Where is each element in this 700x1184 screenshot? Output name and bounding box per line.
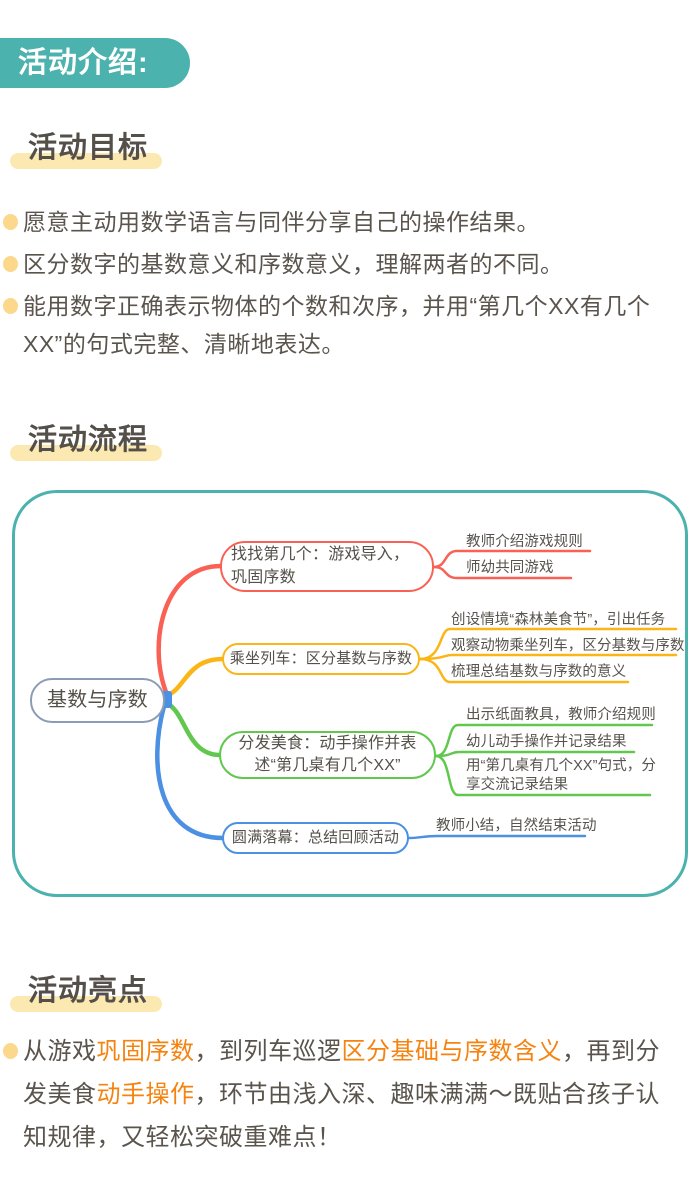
mindmap-leaf: 创设情境“森林美食节”，引出任务	[451, 612, 666, 628]
mindmap-leaf: 幼儿动手操作并记录结果	[466, 734, 627, 750]
goal-item-text: 能用数字正确表示物体的个数和次序，并用“第几个XX有几个XX”的句式完整、清晰地…	[23, 293, 651, 357]
branch-node-label: 找找第几个：游戏导入，巩固序数	[231, 546, 410, 586]
highlights-title-text: 活动亮点	[28, 975, 149, 1007]
bullet-dot-icon	[3, 256, 18, 272]
list-item: 能用数字正确表示物体的个数和次序，并用“第几个XX有几个XX”的句式完整、清晰地…	[0, 287, 672, 363]
mindmap-leaf: 观察动物乘坐列车，区分基数与序数	[451, 638, 685, 654]
flow-section-title: 活动流程	[10, 423, 162, 461]
flow-title-text: 活动流程	[28, 424, 149, 456]
highlights-section-title: 活动亮点	[10, 974, 162, 1012]
list-item: 从游戏巩固序数，到列车巡逻区分基础与序数含义，再到分发美食动手操作，环节由浅入深…	[0, 1030, 678, 1159]
branch-node-label: 乘坐列车：区分基数与序数	[229, 649, 413, 667]
highlight-segment-orange: 动手操作	[96, 1081, 195, 1108]
mindmap-branch-node: 找找第几个：游戏导入，巩固序数	[220, 541, 434, 592]
bullet-dot-icon	[3, 214, 18, 230]
mindmap-leaf: 教师小结，自然结束活动	[436, 818, 597, 834]
highlight-segment: ，到列车巡逻	[194, 1038, 342, 1065]
mindmap-leaf: 出示纸面教具，教师介绍规则	[466, 707, 656, 723]
goals-section-title: 活动目标	[10, 131, 162, 169]
highlight-segment-orange: 巩固序数	[96, 1038, 195, 1065]
mindmap-leaf: 师幼共同游戏	[466, 560, 554, 576]
bullet-dot-icon	[3, 298, 18, 314]
mindmap-leaf: 教师介绍游戏规则	[466, 534, 583, 550]
mindmap-leaf: 梳理总结基数与序数的意义	[451, 664, 627, 680]
mindmap-root-node: 基数与序数	[30, 678, 165, 723]
mindmap-leaf: 用“第几桌有几个XX”句式，分享交流记录结果	[466, 758, 656, 793]
list-item: 区分数字的基数意义和序数意义，理解两者的不同。	[0, 245, 672, 283]
branch-node-label: 圆满落幕：总结回顾活动	[231, 828, 400, 846]
highlight-segment: ，再到分发美食	[23, 1038, 660, 1108]
highlight-segment-orange: 区分基础与序数含义	[341, 1038, 562, 1065]
highlight-segment: ，环节由浅入深、趣味满满～既贴合孩子认知规律，又轻松突破重难点！	[23, 1081, 660, 1151]
goals-list: 愿意主动用数学语言与同伴分享自己的操作结果。 区分数字的基数意义和序数意义，理解…	[0, 203, 672, 367]
highlights-paragraph: 从游戏巩固序数，到列车巡逻区分基础与序数含义，再到分发美食动手操作，环节由浅入深…	[0, 1030, 672, 1159]
mindmap-branch-node: 分发美食：动手操作并表述“第几桌有几个XX”	[219, 731, 436, 779]
bullet-dot-icon	[3, 1043, 18, 1059]
list-item: 愿意主动用数学语言与同伴分享自己的操作结果。	[0, 203, 672, 241]
mindmap-branch-node: 乘坐列车：区分基数与序数	[222, 643, 420, 675]
intro-ribbon-badge: 活动介绍:	[0, 38, 190, 88]
goal-item-text: 愿意主动用数学语言与同伴分享自己的操作结果。	[23, 209, 540, 235]
goal-item-text: 区分数字的基数意义和序数意义，理解两者的不同。	[23, 251, 564, 277]
mindmap-branch-node: 圆满落幕：总结回顾活动	[222, 822, 409, 854]
highlight-segment: 从游戏	[23, 1038, 97, 1065]
goals-title-text: 活动目标	[28, 132, 149, 164]
root-node-label: 基数与序数	[47, 688, 148, 711]
branch-node-label: 分发美食：动手操作并表述“第几桌有几个XX”	[238, 734, 417, 774]
intro-ribbon-label: 活动介绍:	[18, 47, 149, 79]
